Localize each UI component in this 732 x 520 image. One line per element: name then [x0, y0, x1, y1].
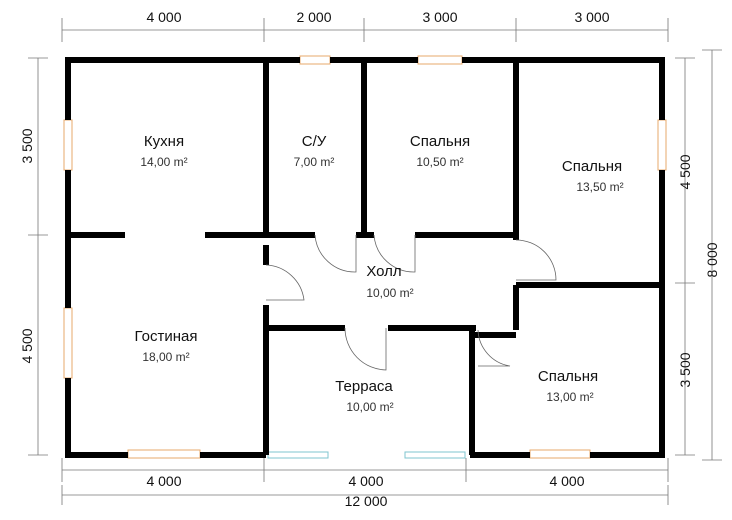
room-hall-name: Холл	[366, 263, 401, 280]
dim-right-1: 4 500	[677, 154, 693, 189]
room-bedroom-1-area: 10,50 m²	[416, 155, 463, 169]
door-swings	[265, 234, 557, 371]
room-kitchen-name: Кухня	[144, 133, 184, 150]
room-bath-area: 7,00 m²	[294, 155, 335, 169]
dim-top-3: 3 000	[422, 9, 457, 25]
room-bedroom-3-name: Спальня	[538, 368, 598, 385]
dim-top-4: 3 000	[574, 9, 609, 25]
dim-left-2: 4 500	[19, 328, 35, 363]
room-bedroom-3-area: 13,00 m²	[546, 390, 593, 404]
dim-right-2: 3 500	[677, 352, 693, 387]
dimension-lines	[28, 18, 722, 505]
dim-bottom-1: 4 000	[146, 473, 181, 489]
dim-left-1: 3 500	[19, 128, 35, 163]
dim-bottom-2: 4 000	[348, 473, 383, 489]
room-living-name: Гостиная	[135, 328, 198, 345]
room-bedroom-1-name: Спальня	[410, 133, 470, 150]
dim-total: 12 000	[345, 493, 388, 509]
room-kitchen-area: 14,00 m²	[140, 155, 187, 169]
room-terrace-name: Терраса	[335, 378, 393, 395]
dim-top-1: 4 000	[146, 9, 181, 25]
windows	[63, 55, 667, 459]
dim-top-2: 2 000	[296, 9, 331, 25]
room-living-area: 18,00 m²	[142, 350, 189, 364]
dim-right-total: 8 000	[704, 242, 720, 277]
room-bath-name: С/У	[302, 133, 327, 150]
room-bedroom-2-area: 13,50 m²	[576, 180, 623, 194]
room-terrace-area: 10,00 m²	[346, 400, 393, 414]
room-hall-area: 10,00 m²	[366, 286, 413, 300]
dim-bottom-3: 4 000	[549, 473, 584, 489]
walls	[65, 57, 665, 458]
room-bedroom-2-name: Спальня	[562, 158, 622, 175]
